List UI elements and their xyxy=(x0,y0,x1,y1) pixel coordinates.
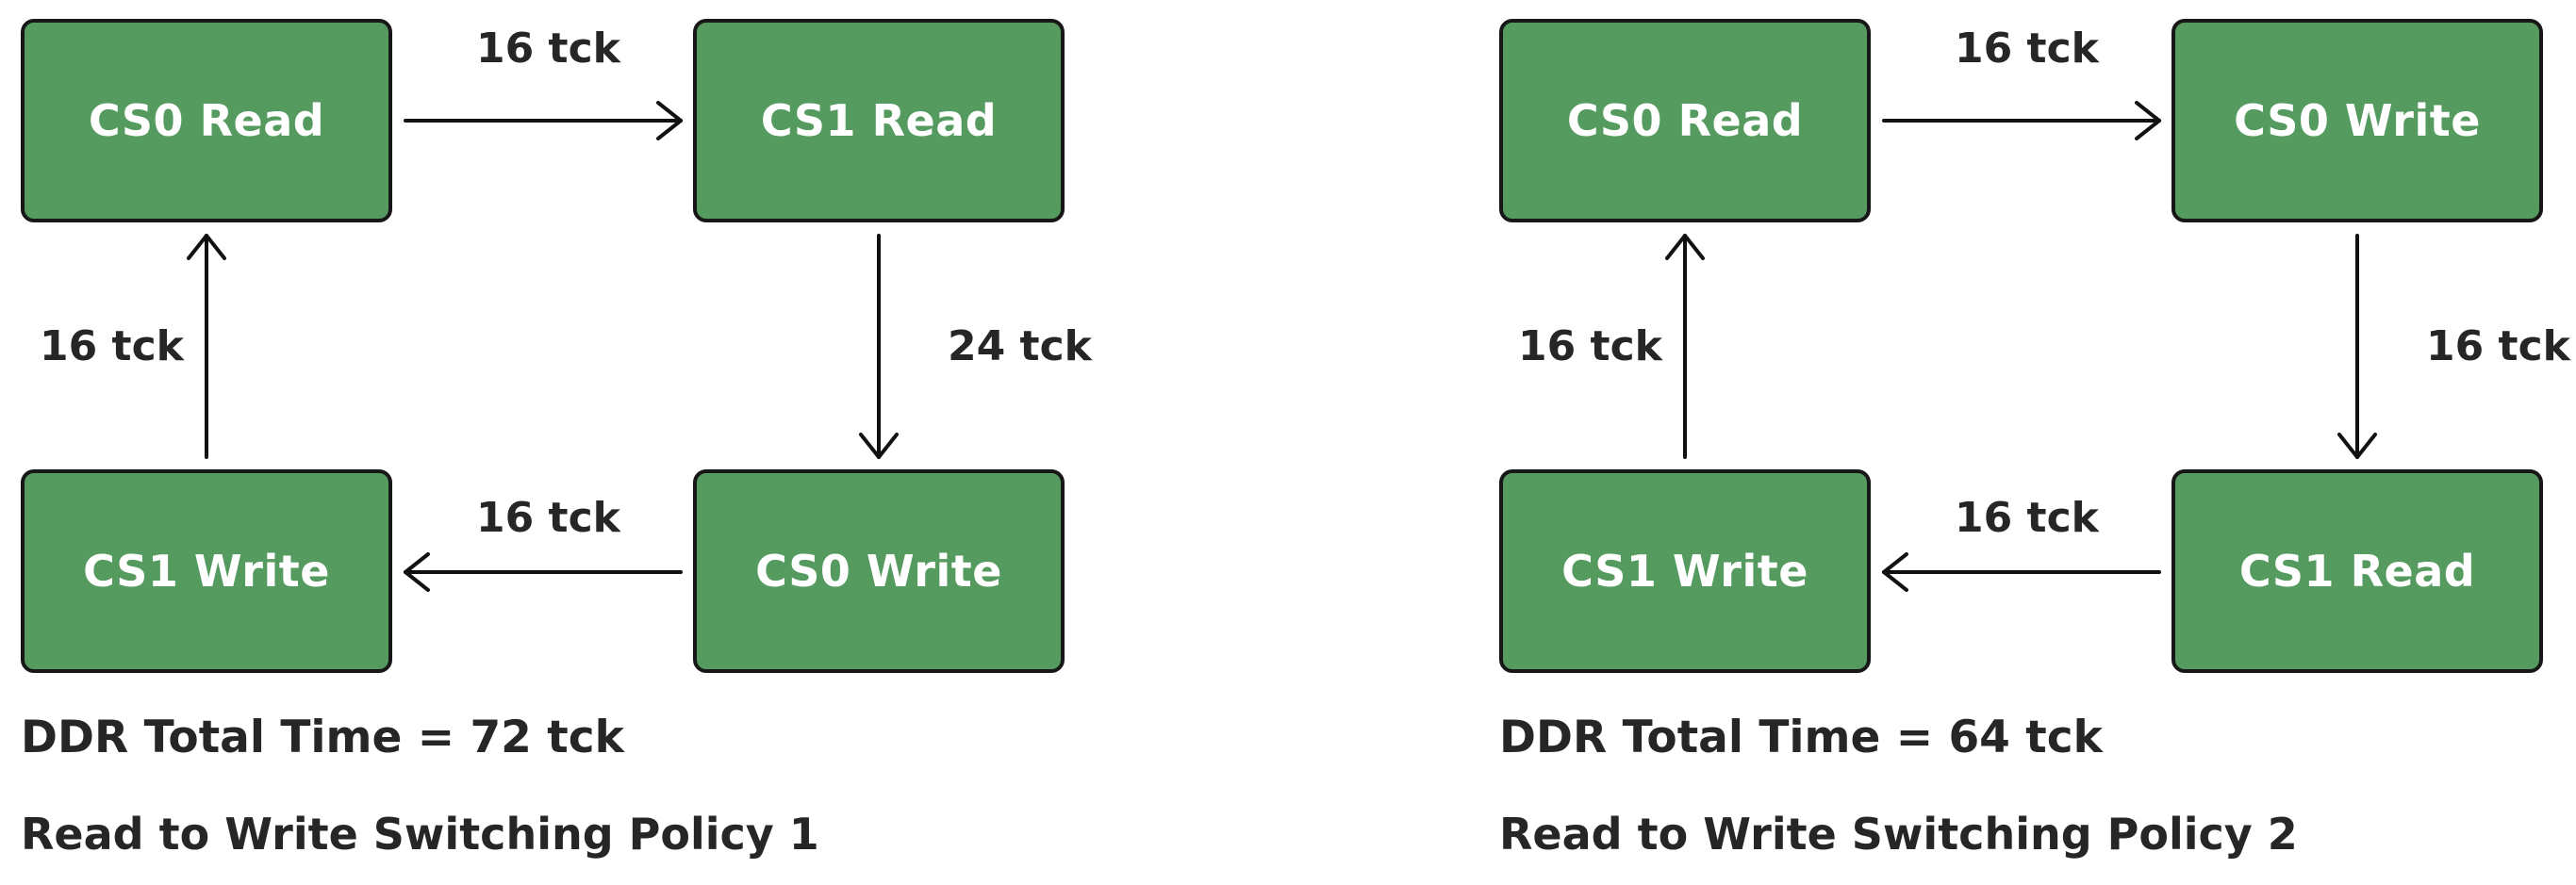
arrow-right-down xyxy=(2337,234,2377,459)
total-time-caption: DDR Total Time = 72 tck xyxy=(21,712,624,763)
arrow-top-right xyxy=(1882,101,2161,140)
edge-label-top: 16 tck xyxy=(476,25,620,73)
total-time-caption: DDR Total Time = 64 tck xyxy=(1499,712,2103,763)
edge-label-right: 24 tck xyxy=(948,322,1092,370)
edge-label-right: 16 tck xyxy=(2426,322,2570,370)
policy-2-diagram: CS0 Read CS0 Write CS1 Read CS1 Write 16… xyxy=(1478,0,2576,885)
policy-1-diagram: CS0 Read CS1 Read CS0 Write CS1 Write 16… xyxy=(21,19,1092,860)
policy-caption: Read to Write Switching Policy 1 xyxy=(21,809,819,860)
edge-label-left: 16 tck xyxy=(1518,322,1662,370)
node-cs0-read: CS0 Read xyxy=(1499,19,1871,222)
edge-label-top: 16 tck xyxy=(1955,25,2099,73)
node-cs0-write: CS0 Write xyxy=(2171,19,2543,222)
node-cs1-write: CS1 Write xyxy=(21,469,392,673)
arrow-bottom-left xyxy=(1882,552,2161,592)
arrow-bottom-left xyxy=(404,552,683,592)
policy-1-arrows xyxy=(187,101,899,592)
arrow-left-up xyxy=(1665,234,1705,459)
policy-2-arrows xyxy=(1665,101,2377,592)
edge-label-left: 16 tck xyxy=(40,322,184,370)
node-cs1-read: CS1 Read xyxy=(693,19,1065,222)
node-cs1-read: CS1 Read xyxy=(2171,469,2543,673)
arrow-left-up xyxy=(187,234,226,459)
node-cs0-read: CS0 Read xyxy=(21,19,392,222)
arrow-top-right xyxy=(404,101,683,140)
arrow-right-down xyxy=(859,234,899,459)
edge-label-bottom: 16 tck xyxy=(476,494,620,542)
node-cs1-write: CS1 Write xyxy=(1499,469,1871,673)
policy-caption: Read to Write Switching Policy 2 xyxy=(1499,809,2298,860)
node-cs0-write: CS0 Write xyxy=(693,469,1065,673)
edge-label-bottom: 16 tck xyxy=(1955,494,2099,542)
